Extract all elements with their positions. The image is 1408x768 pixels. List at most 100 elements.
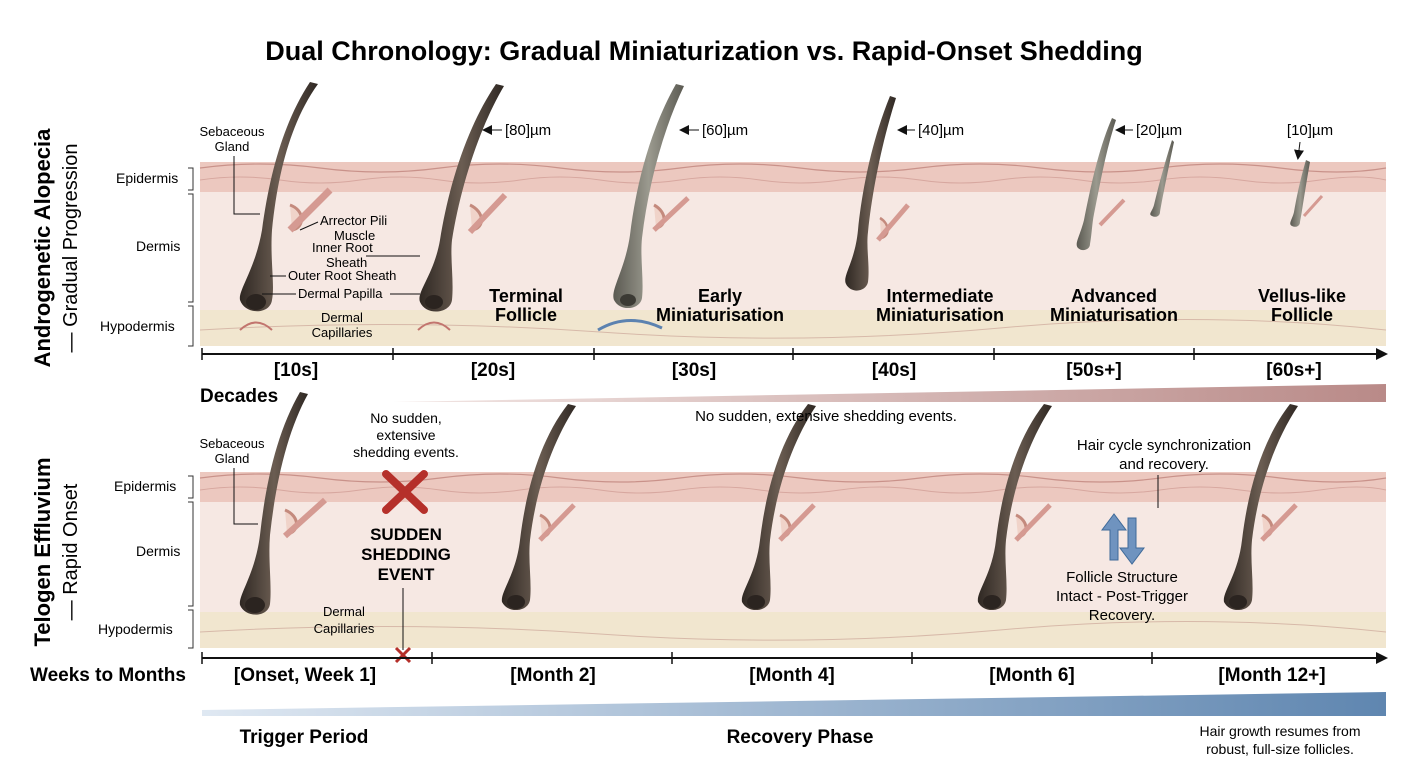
recovery-arrows-icon (1101, 513, 1145, 565)
bottom-layer-labels: Epidermis Dermis Hypodermis (98, 475, 194, 649)
follicle-30s (597, 84, 690, 332)
b-label-capillaries-1: Dermal (323, 604, 365, 619)
top-axis-label: Decades (200, 386, 278, 407)
follicle-50s (1076, 118, 1174, 251)
bottom-anatomy-labels: Sebaceous Gland Dermal Capillaries (199, 436, 374, 636)
bottom-tick-month4: [Month 4] (749, 665, 834, 686)
event-line1: SUDDEN (370, 525, 442, 544)
top-tick-20s: [20s] (471, 360, 515, 381)
bottom-label-hypodermis: Hypodermis (98, 621, 173, 637)
bottom-skin-band (199, 472, 1387, 648)
bottom-follicles (239, 392, 1298, 615)
stage-labels: Terminal Follicle Early Miniaturisation … (489, 286, 1346, 325)
stage-1-line1: Terminal (489, 286, 563, 306)
stage-2-line1: Early (698, 286, 742, 306)
intact-note: Follicle Structure Intact - Post-Trigger… (1056, 569, 1188, 624)
diameter-80: [80]µm (505, 122, 551, 139)
b-label-sebaceous-1: Sebaceous (199, 436, 265, 451)
diameter-labels: [80]µm [60]µm [40]µm [20]µm [10]µm (482, 122, 1333, 160)
top-hypodermis-layer (200, 310, 1386, 346)
no-shed-line2: extensive (376, 427, 435, 443)
bottom-tick-onset: [Onset, Week 1] (234, 665, 376, 686)
label-capillaries-2: Capillaries (312, 325, 373, 340)
event-line3: EVENT (378, 565, 435, 584)
sudden-event-label: SUDDEN SHEDDING EVENT (361, 525, 451, 584)
intact-line1: Follicle Structure (1066, 569, 1178, 586)
diameter-40: [40]µm (918, 122, 964, 139)
stage-3-line1: Intermediate (886, 286, 993, 306)
label-inner-root-2: Sheath (326, 255, 367, 270)
top-axis-ticks: [10s] [20s] [30s] [40s] [50s+] [60s+] (274, 360, 1322, 381)
bottom-tick-month2: [Month 2] (510, 665, 595, 686)
follicle-40s (845, 96, 910, 291)
top-note: No sudden, extensive shedding events. (695, 408, 957, 425)
bottom-label-dermis: Dermis (136, 543, 180, 559)
phase-recovery: Recovery Phase (727, 727, 874, 748)
label-outer-root: Outer Root Sheath (288, 268, 396, 283)
bottom-axis-ticks: [Onset, Week 1] [Month 2] [Month 4] [Mon… (234, 665, 1326, 686)
label-inner-root-1: Inner Root (312, 240, 373, 255)
intact-line3: Recovery. (1089, 607, 1155, 624)
top-tick-40s: [40s] (872, 360, 916, 381)
b-label-sebaceous-2: Gland (215, 451, 250, 466)
follicle-20s (417, 84, 508, 331)
follicle-terminal-10s (239, 82, 333, 331)
final-line2: robust, full-size follicles. (1206, 741, 1354, 757)
page-title: Dual Chronology: Gradual Miniaturization… (265, 36, 1143, 66)
bottom-follicle-month12 (1223, 404, 1298, 611)
top-tick-10s: [10s] (274, 360, 318, 381)
bottom-side-title: Telogen Effluvium (30, 457, 55, 646)
top-anatomy-labels: Sebaceous Gland Arrector Pili Muscle Inn… (199, 124, 420, 340)
stage-4-line1: Advanced (1071, 286, 1157, 306)
diameter-60: [60]µm (702, 122, 748, 139)
label-sebaceous-2: Gland (215, 139, 250, 154)
top-side-subtitle: — Gradual Progression (60, 144, 82, 353)
bottom-follicle-onset (239, 392, 328, 615)
top-follicles (239, 82, 1324, 332)
top-label-hypodermis: Hypodermis (100, 318, 175, 334)
bottom-follicle-month4 (741, 404, 816, 611)
bottom-follicle-month6 (977, 404, 1052, 611)
small-red-x-icon (394, 646, 412, 664)
diameter-20: [20]µm (1136, 122, 1182, 139)
top-tick-60s: [60s+] (1266, 360, 1321, 381)
top-tick-30s: [30s] (672, 360, 716, 381)
bottom-axis-label: Weeks to Months (30, 665, 186, 686)
label-sebaceous-1: Sebaceous (199, 124, 265, 139)
intact-line2: Intact - Post-Trigger (1056, 588, 1188, 605)
stage-4-line2: Miniaturisation (1050, 305, 1178, 325)
bottom-recovery-wedge (202, 692, 1386, 716)
stage-2-line2: Miniaturisation (656, 305, 784, 325)
no-shed-line3: shedding events. (353, 444, 459, 460)
event-line2: SHEDDING (361, 545, 451, 564)
bottom-label-epidermis: Epidermis (114, 478, 176, 494)
sync-line1: Hair cycle synchronization (1077, 437, 1251, 454)
top-dermis-layer (200, 192, 1386, 310)
final-line1: Hair growth resumes from (1199, 723, 1360, 739)
no-shed-line1: No sudden, (370, 410, 442, 426)
label-arrector-1: Arrector Pili (320, 213, 387, 228)
top-side-title: Androgenetic Alopecia (30, 128, 55, 368)
label-capillaries-1: Dermal (321, 310, 363, 325)
stage-1-line2: Follicle (495, 305, 557, 325)
stage-5-line1: Vellus-like (1258, 286, 1346, 306)
bottom-tick-month12: [Month 12+] (1218, 665, 1325, 686)
label-arrector-2: Muscle (334, 228, 375, 243)
no-shedding-note: No sudden, extensive shedding events. (353, 410, 459, 460)
top-axis (201, 348, 1388, 360)
phase-trigger: Trigger Period (240, 727, 369, 748)
top-tick-50s: [50s+] (1066, 360, 1121, 381)
top-label-epidermis: Epidermis (116, 170, 178, 186)
bottom-dermis-layer (200, 502, 1386, 612)
bottom-hypodermis-layer (200, 612, 1386, 648)
top-progression-wedge (393, 384, 1386, 402)
follicle-60s (1290, 160, 1324, 227)
sync-note: Hair cycle synchronization and recovery. (1077, 437, 1251, 473)
stage-5-line2: Follicle (1271, 305, 1333, 325)
top-label-dermis: Dermis (136, 238, 180, 254)
sync-line2: and recovery. (1119, 456, 1209, 473)
top-skin-band (199, 162, 1387, 346)
bottom-follicle-month2 (501, 404, 576, 611)
top-layer-labels: Epidermis Dermis Hypodermis (100, 167, 194, 347)
